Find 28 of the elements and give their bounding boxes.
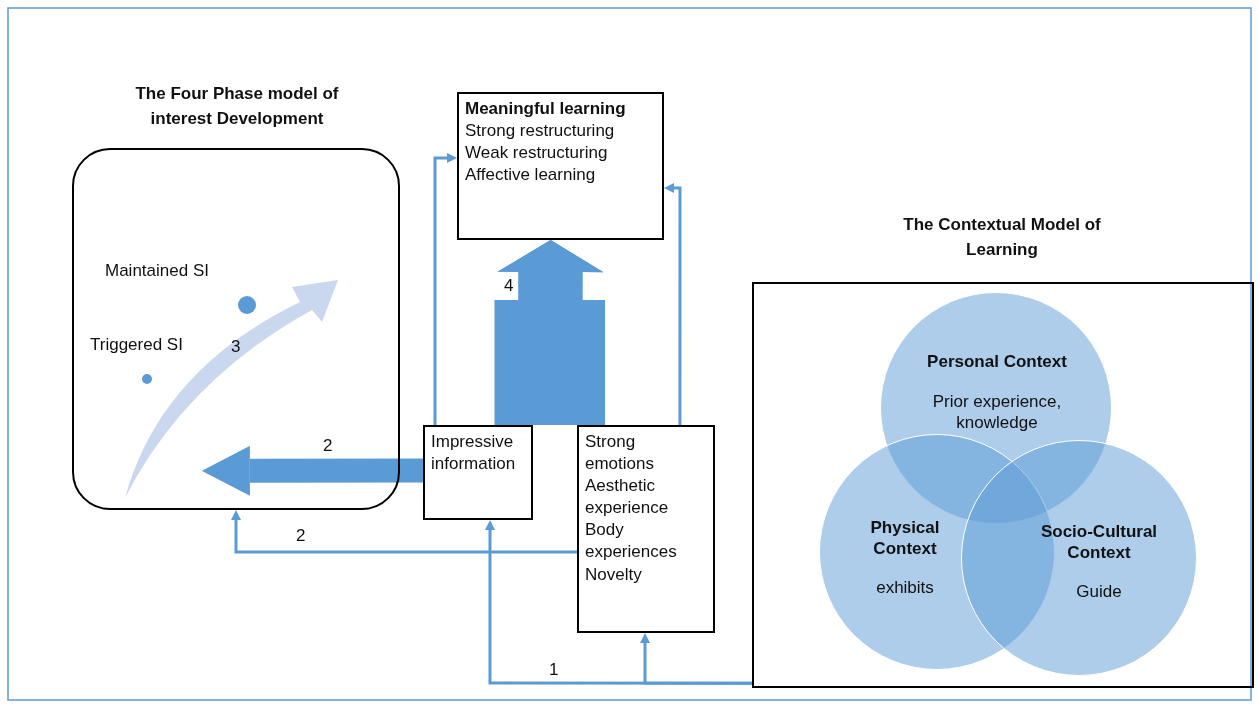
box-text: Strong restructuring xyxy=(465,120,616,143)
box-text: Impressive information xyxy=(431,431,517,476)
text-label: Triggered SI xyxy=(90,335,183,355)
heading: The Four Phase model of interest Development xyxy=(134,83,340,130)
circle-text: exhibits xyxy=(875,577,935,599)
arrow xyxy=(231,510,577,554)
text-label: 3 xyxy=(231,337,241,357)
box-text: Strong emotions xyxy=(585,431,655,476)
box-heading: Meaningful learning xyxy=(465,98,627,120)
box-text: Novelty xyxy=(585,563,643,586)
box-text: Aesthetic experience xyxy=(585,475,670,520)
arrow xyxy=(640,633,752,685)
circle-text: Guide xyxy=(1075,581,1123,603)
circle-title: Personal Context xyxy=(926,351,1068,373)
text-box xyxy=(423,425,533,520)
heading: The Contextual Model of Learning xyxy=(902,214,1102,261)
arrow xyxy=(664,183,682,425)
block-arrow xyxy=(201,445,423,496)
text-box xyxy=(577,425,715,633)
box-text: Body experiences xyxy=(585,519,678,564)
arrow xyxy=(433,153,457,425)
text-box xyxy=(457,92,664,240)
circle-title: Physical Context xyxy=(869,517,941,560)
box-text: Weak restructuring xyxy=(465,142,609,165)
circle-title: Socio-Cultural Context xyxy=(1039,521,1159,564)
box-text: Affective learning xyxy=(465,164,597,187)
circle-text: Prior experience, knowledge xyxy=(931,391,1063,434)
text-label: Maintained SI xyxy=(105,261,209,281)
